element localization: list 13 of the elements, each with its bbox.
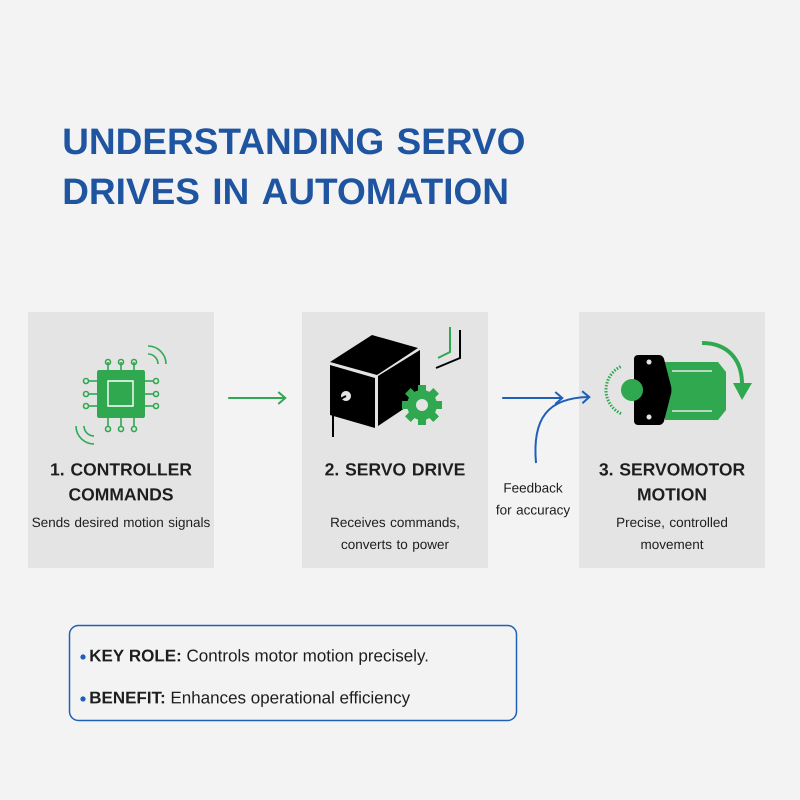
step-description: Receives commands, converts to power [331,517,459,552]
step-heading: 1. CONTROLLER COMMANDS [51,463,192,501]
arrow [228,391,287,405]
bullet-point: KEY ROLE: Controls motor motion precisely. [90,649,428,665]
title: UNDERSTANDING SERVO DRIVES IN AUTOMATION [64,128,524,204]
edge-label: Feedback for accuracy [490,482,576,518]
step-description: Precise, controlled movement [617,517,728,550]
bullet-point: BENEFIT: Enhances operational efficiency [90,691,410,707]
step-description: Sends desired motion signals [32,517,210,530]
step-heading: 3. SERVOMOTOR MOTION [599,463,745,501]
step-heading: 2. SERVO DRIVE [325,463,465,476]
arrow [502,391,564,405]
arrow [534,390,591,464]
